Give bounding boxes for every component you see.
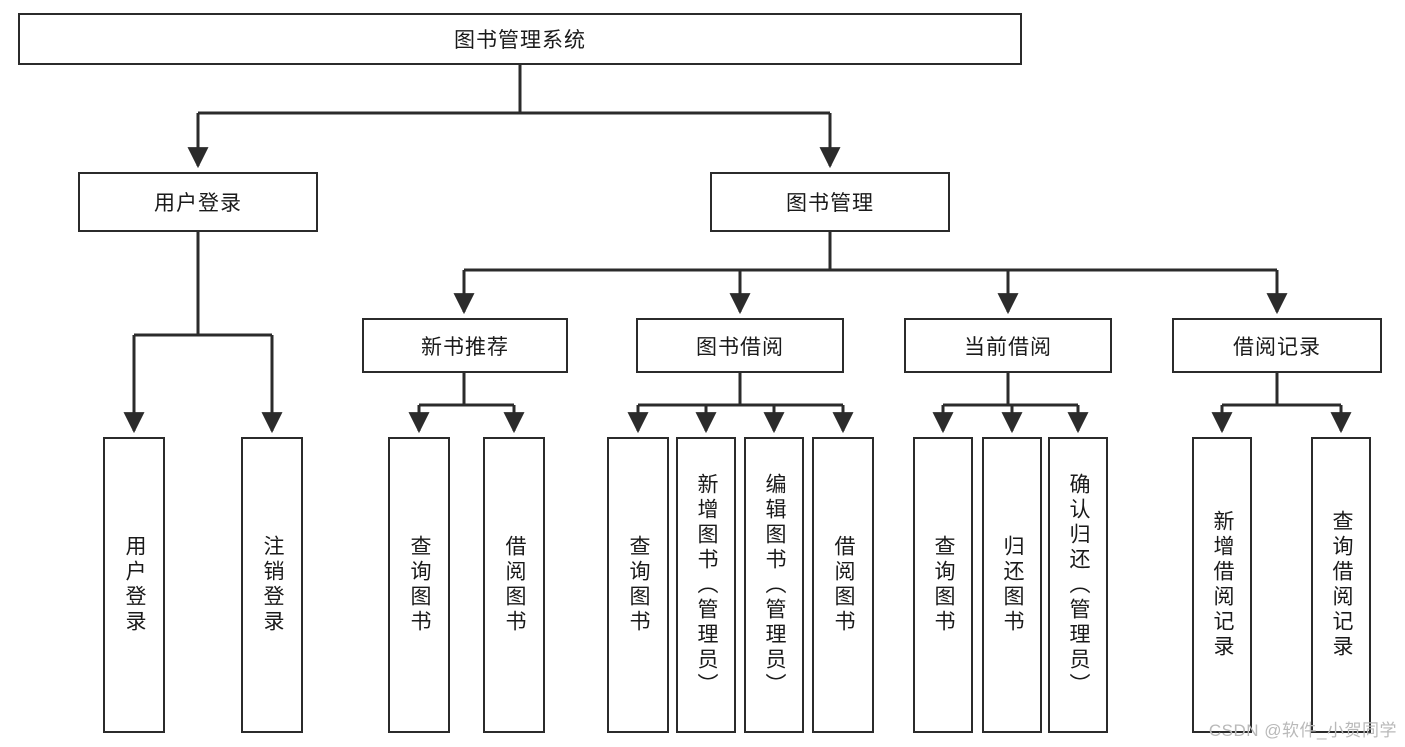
node-user-login[interactable]: 用户登录	[78, 172, 318, 232]
leaf-borrow-query-book[interactable]: 查询图书	[607, 437, 669, 733]
leaf-current-confirm-return-admin[interactable]: 确认归还（管理员）	[1048, 437, 1108, 733]
leaf-user-login-login[interactable]: 用户登录	[103, 437, 165, 733]
leaf-borrow-borrow-book[interactable]: 借阅图书	[812, 437, 874, 733]
leaf-current-return-book[interactable]: 归还图书	[982, 437, 1042, 733]
node-book-management[interactable]: 图书管理	[710, 172, 950, 232]
node-root[interactable]: 图书管理系统	[18, 13, 1022, 65]
node-new-book-recommend[interactable]: 新书推荐	[362, 318, 568, 373]
node-current-borrow[interactable]: 当前借阅	[904, 318, 1112, 373]
leaf-user-login-logout[interactable]: 注销登录	[241, 437, 303, 733]
node-borrow-record[interactable]: 借阅记录	[1172, 318, 1382, 373]
leaf-borrow-edit-book-admin[interactable]: 编辑图书（管理员）	[744, 437, 804, 733]
leaf-recommend-query-book[interactable]: 查询图书	[388, 437, 450, 733]
leaf-record-query-record[interactable]: 查询借阅记录	[1311, 437, 1371, 733]
node-book-borrow[interactable]: 图书借阅	[636, 318, 844, 373]
leaf-current-query-book[interactable]: 查询图书	[913, 437, 973, 733]
leaf-borrow-add-book-admin[interactable]: 新增图书（管理员）	[676, 437, 736, 733]
leaf-record-add-record[interactable]: 新增借阅记录	[1192, 437, 1252, 733]
leaf-recommend-borrow-book[interactable]: 借阅图书	[483, 437, 545, 733]
